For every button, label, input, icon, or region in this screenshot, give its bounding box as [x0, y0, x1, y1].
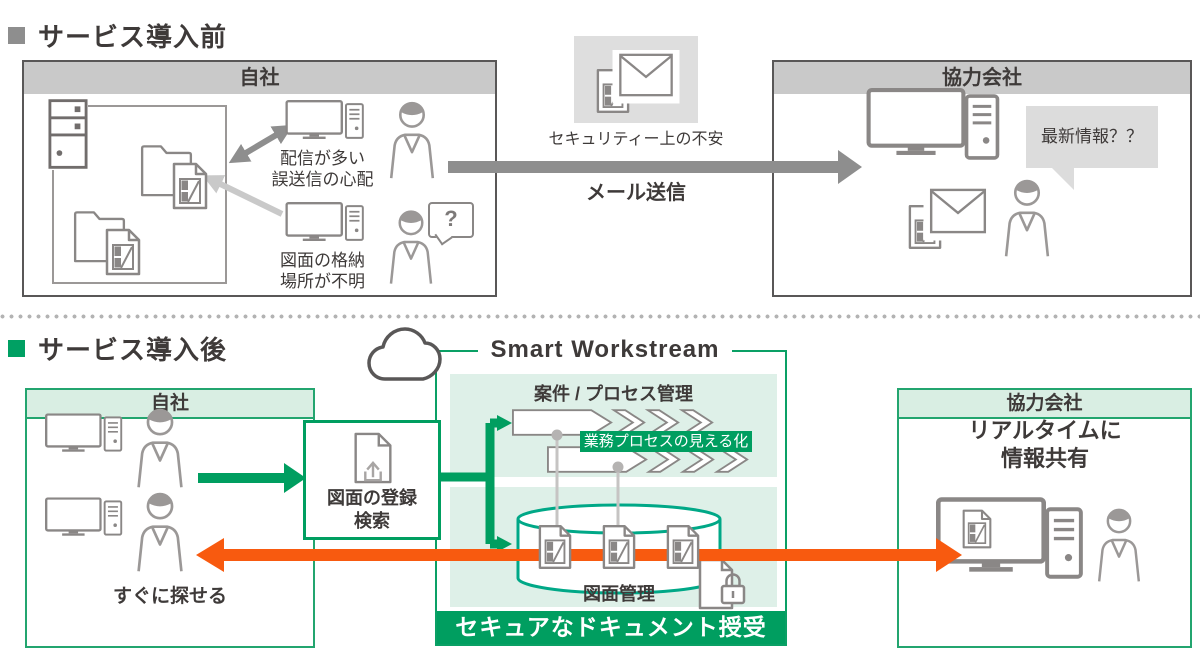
- workstation-icon: [285, 100, 365, 142]
- smart-workstream-container: 案件 / プロセス管理 業務プロセスの見える化 図面管理 セキュアなドキュメント…: [435, 350, 787, 646]
- person-icon: [1094, 507, 1144, 583]
- drawing-document-icon: [602, 524, 636, 570]
- question-bubble-icon: ?: [428, 202, 474, 238]
- before-partner-title: 協力会社: [774, 62, 1190, 94]
- process-panel-title: 案件 / プロセス管理: [533, 384, 693, 404]
- monitor-icon: [866, 88, 966, 156]
- after-company-box: 自社 すぐに探せる: [25, 388, 315, 648]
- storage-label: 図面管理: [583, 584, 655, 604]
- benefit-label-realtime: リアルタイムに 情報共有: [968, 418, 1122, 471]
- issue-note-storage: 図面の格納 場所が不明: [280, 251, 365, 291]
- workstation-icon: [285, 202, 365, 244]
- person-icon: [386, 100, 438, 180]
- document-envelope-icon: [908, 186, 993, 249]
- drawing-document-icon: [538, 524, 572, 570]
- register-branch-connector: [441, 415, 512, 552]
- service-name-title: Smart Workstream: [478, 337, 732, 363]
- issue-note-delivery: 配信が多い 誤送信の心配: [271, 149, 374, 189]
- realtime-share-arrow: [196, 538, 962, 572]
- drawing-document-icon: [172, 162, 208, 210]
- server-icon: [48, 98, 88, 170]
- unknown-location-arrow: [202, 175, 284, 217]
- after-section-heading: サービス導入後: [8, 330, 227, 367]
- benefit-label-findable: すぐに探せる: [112, 586, 227, 607]
- security-concern-label: セキュリティー上の不安: [548, 131, 724, 148]
- drawing-document-icon: [105, 228, 141, 276]
- before-heading-label: サービス導入前: [38, 22, 228, 52]
- workstation-icon: [45, 497, 123, 539]
- secure-exchange-banner: セキュアなドキュメント授受: [437, 611, 785, 644]
- after-partner-title: 協力会社: [899, 390, 1190, 419]
- mail-send-arrow: [448, 150, 862, 184]
- register-search-label: 図面の登録 検索: [327, 488, 417, 531]
- latest-info-bubble: 最新情報？？: [1026, 106, 1158, 190]
- person-icon: [131, 491, 189, 573]
- before-partner-box: 協力会社 最新情報？？: [772, 60, 1192, 297]
- register-search-box: 図面の登録 検索: [303, 420, 441, 540]
- document-envelope-icon: [596, 50, 680, 113]
- upload-document-icon: [353, 432, 393, 484]
- file-share-connector-lines: [52, 105, 294, 284]
- process-visibility-badge: 業務プロセスの見える化: [580, 431, 752, 452]
- two-way-arrow: [228, 124, 294, 164]
- pc-tower-icon: [1044, 507, 1084, 579]
- person-icon: [1000, 178, 1054, 258]
- heading-square-icon: [8, 340, 25, 357]
- pc-tower-icon: [964, 94, 1000, 160]
- mail-send-label: メール送信: [586, 182, 686, 204]
- cloud-icon: [366, 324, 444, 384]
- register-arrow: [198, 463, 306, 493]
- before-section-heading: サービス導入前: [8, 17, 227, 54]
- after-heading-label: サービス導入後: [38, 335, 228, 365]
- workstation-icon: [45, 413, 123, 455]
- before-company-title: 自社: [24, 62, 495, 94]
- drawing-document-icon: [962, 508, 992, 550]
- drawing-document-icon: [666, 524, 700, 570]
- person-icon: [131, 407, 189, 489]
- section-divider: [0, 314, 1200, 319]
- heading-square-icon: [8, 27, 25, 44]
- before-company-box: 自社 配信が多い 誤送信の心配 図面の格納 場所が不明 ?: [22, 60, 497, 297]
- after-partner-box: 協力会社 リアルタイムに 情報共有: [897, 388, 1192, 648]
